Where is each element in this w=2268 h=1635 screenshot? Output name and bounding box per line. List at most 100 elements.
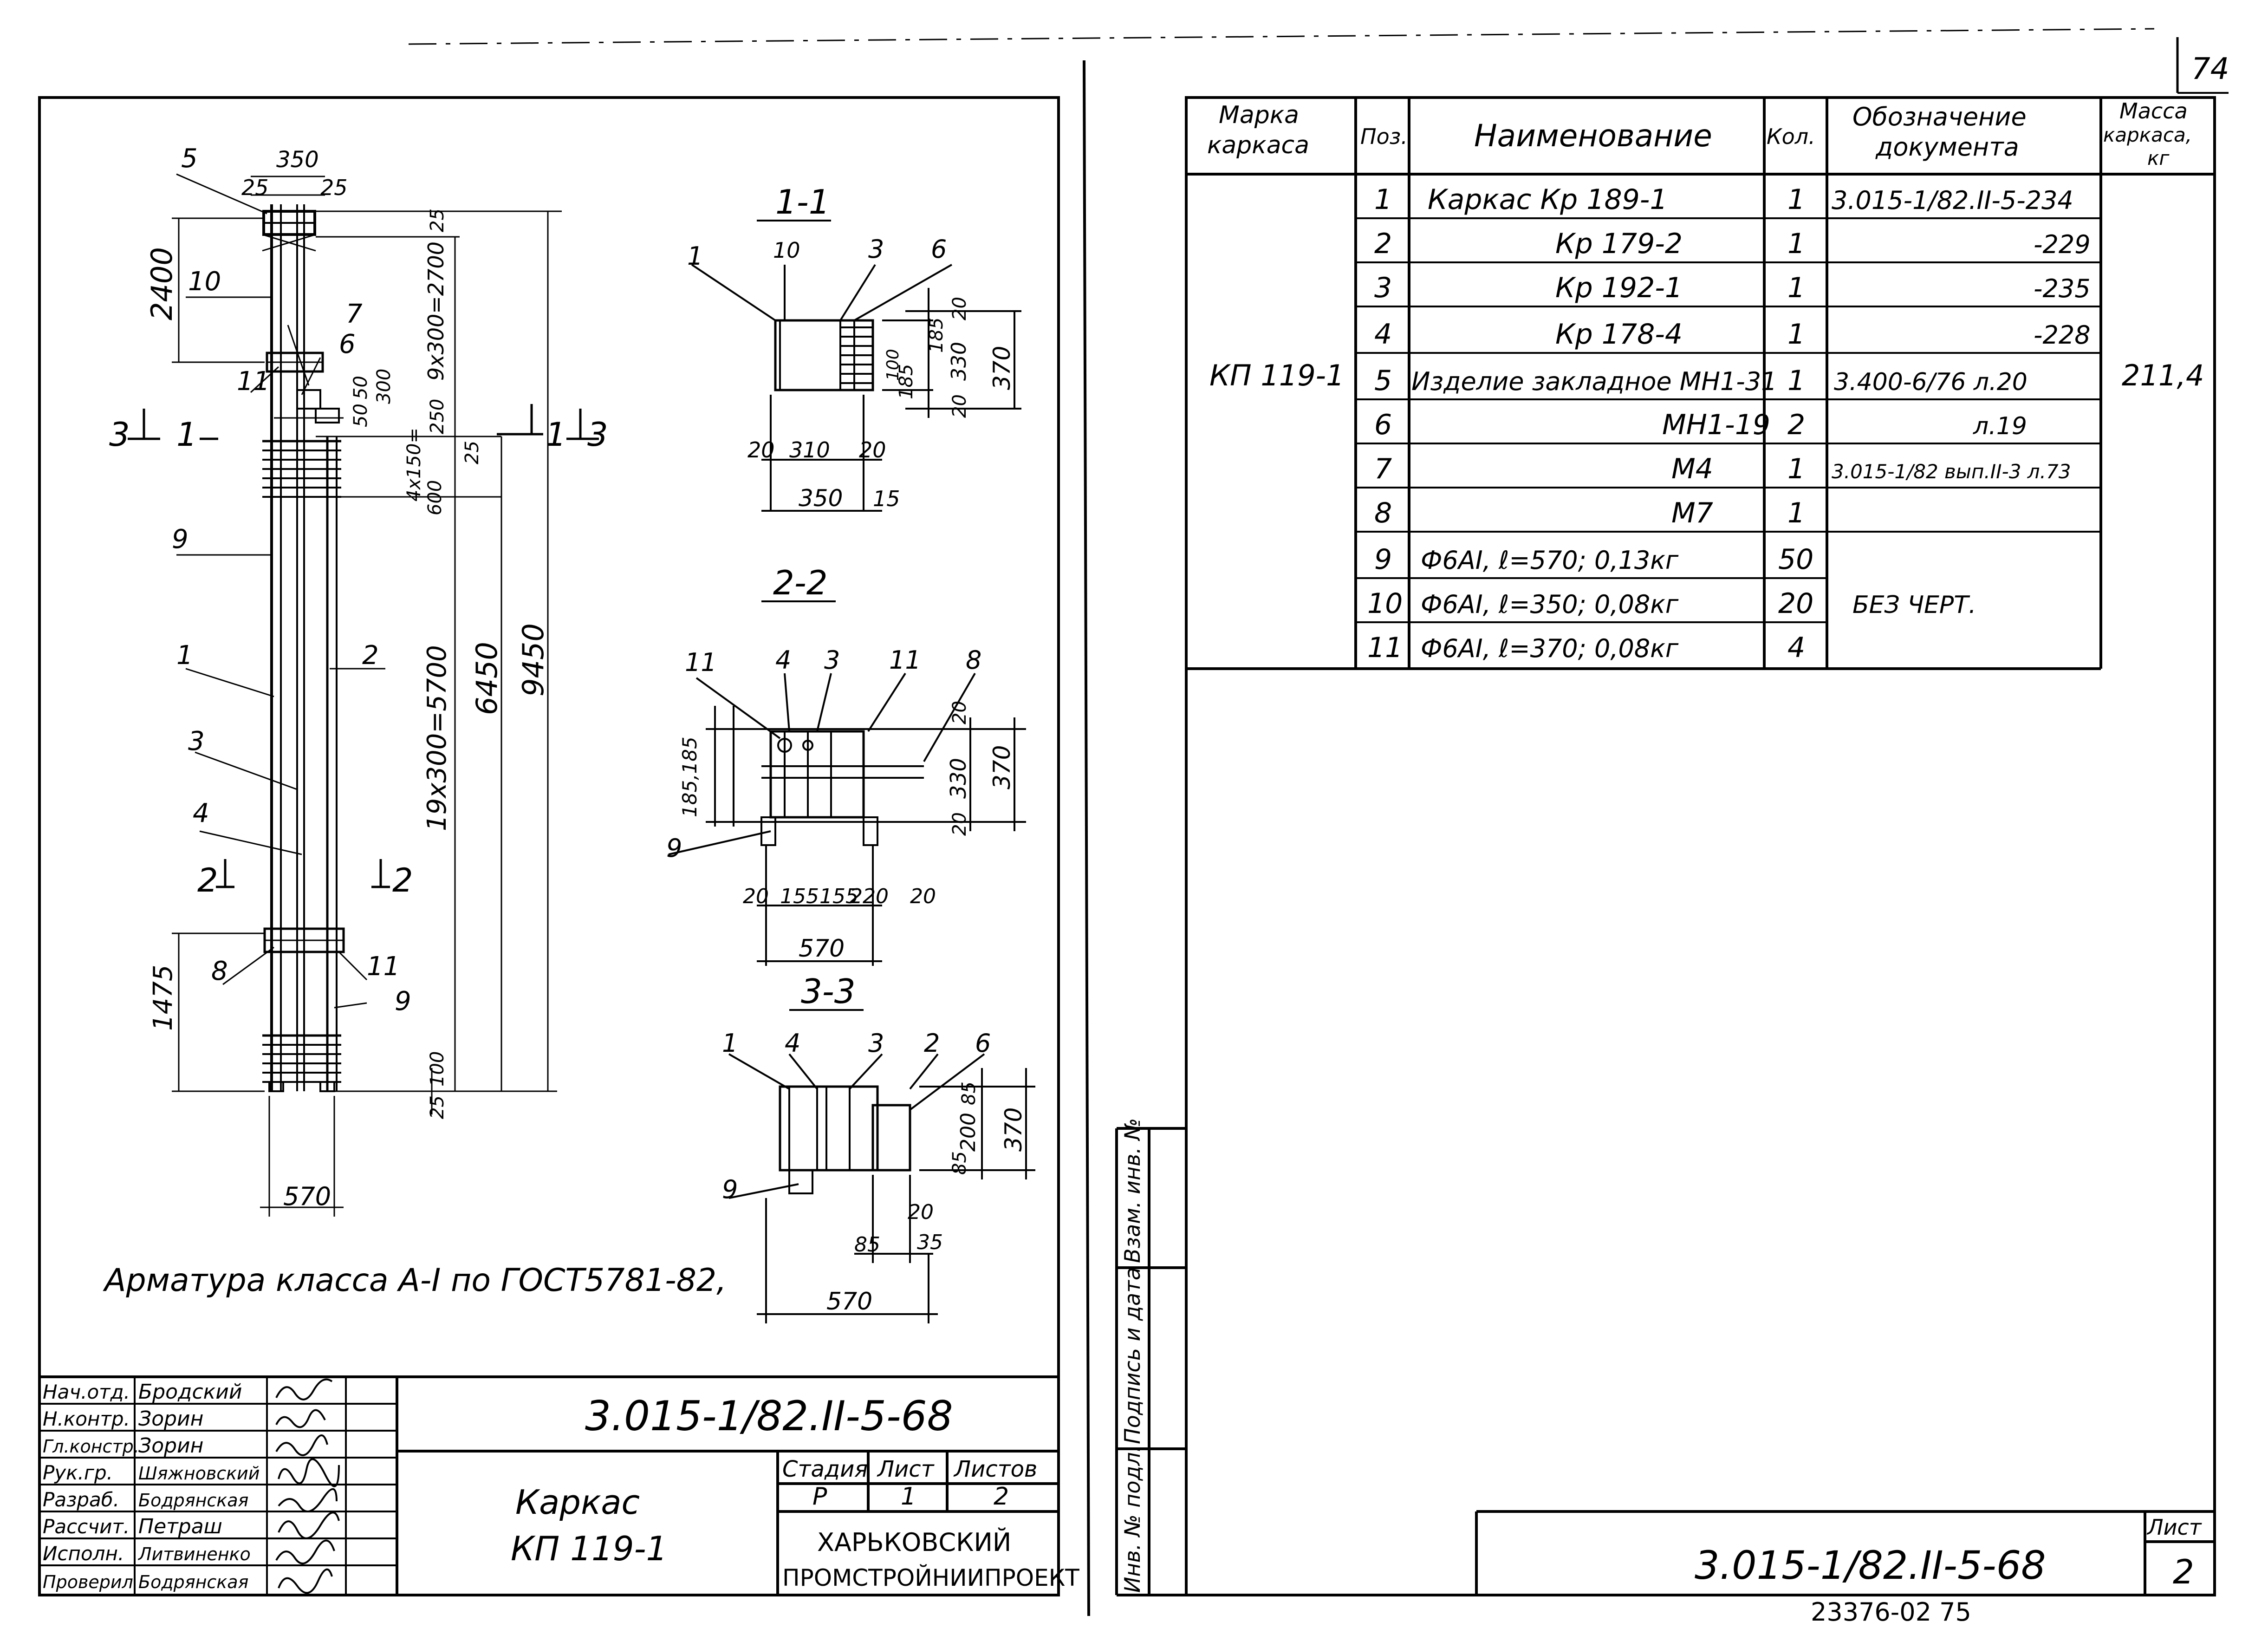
s22-dim-185: 185,185: [678, 736, 701, 817]
spec-table-headers: Марка каркаса Поз. Наименование Кол. Обо…: [1207, 98, 2192, 169]
dim-9x300: 9x300=2700: [423, 241, 448, 381]
right-sheet-label: Лист: [2146, 1515, 2202, 1540]
mark-1-right: 1: [546, 416, 566, 454]
s22-label-3: 3: [824, 645, 840, 675]
row-qty: 1: [1787, 365, 1805, 397]
sig-role: Гл.констр.: [43, 1436, 139, 1457]
label-2: 2: [362, 640, 379, 671]
right-sheet-frame: [1115, 96, 2216, 1596]
s22-label-9: 9: [666, 834, 682, 863]
row-pos: 8: [1374, 497, 1392, 529]
page-number: 74: [2191, 52, 2229, 86]
sheets-value: 2: [994, 1483, 1009, 1511]
row-doc: -229: [2034, 230, 2091, 259]
dim-100: 100: [427, 1051, 448, 1087]
title-line1: Каркас: [515, 1483, 640, 1522]
section-3-3-title: 3-3: [801, 972, 856, 1011]
sheets-header: Листов: [953, 1456, 1037, 1482]
s11-dim-100: 100: [884, 349, 903, 381]
header-pos: Поз.: [1360, 124, 1408, 149]
doc-code-left: 3.015-1/82.II-5-68: [585, 1392, 953, 1440]
no-drawing-note: БЕЗ ЧЕРТ.: [1852, 591, 1976, 619]
row-name: Кр 179-2: [1555, 228, 1683, 260]
leader-lines: [176, 173, 385, 1009]
sig-role: Разраб.: [43, 1488, 119, 1511]
label-8: 8: [211, 956, 228, 986]
s22-dim-370: 370: [988, 745, 1015, 789]
mark-3-left: 3: [109, 416, 130, 454]
s33-label-3: 3: [868, 1029, 884, 1058]
s11-dim-330: 330: [947, 342, 971, 381]
section-2-2-drawing: [668, 600, 1026, 966]
s22-dim-155-b: 155: [819, 885, 858, 908]
label-9-top: 9: [172, 524, 188, 554]
stage-header: Стадия: [782, 1456, 868, 1482]
s22-label-11-right: 11: [889, 645, 921, 675]
row-doc: -228: [2034, 320, 2091, 350]
s11-label-3: 3: [868, 235, 884, 264]
s11-label-6: 6: [931, 235, 947, 264]
row-pos: 11: [1367, 632, 1403, 664]
header-qty: Кол.: [1767, 124, 1815, 149]
sig-role: Н.контр.: [43, 1407, 130, 1430]
dim-2400: 2400: [145, 247, 179, 320]
s33-label-1: 1: [722, 1029, 738, 1058]
dim-4x150: 4x150=: [403, 428, 425, 502]
s33-dim-35: 35: [917, 1231, 943, 1254]
row-qty: 4: [1787, 632, 1805, 664]
doc-code-right: 3.015-1/82.II-5-68: [1695, 1543, 2046, 1588]
dim-9450: 9450: [516, 623, 550, 697]
section-3-3-labels: 1 4 3 2 6 9 85 200 85 370 20 85 35 570: [722, 1029, 1027, 1316]
spec-table-body: 1 Каркас Кр 189-1 1 3.015-1/82.II-5-234 …: [1367, 183, 2091, 664]
s11-dim-370: 370: [988, 346, 1015, 390]
dim-6450: 6450: [470, 642, 504, 715]
s22-dim-155-a: 155: [780, 885, 819, 908]
s33-label-2: 2: [924, 1029, 940, 1058]
s33-label-4: 4: [785, 1029, 800, 1058]
s33-dim-85-bottom: 85: [949, 1151, 970, 1175]
row-qty: 1: [1787, 497, 1805, 529]
dim-25-left: 25: [241, 175, 269, 200]
elevation-labels: 5 350 25 25 10 7 6 11 9 1 2 3 4 8 11 9 5…: [172, 143, 411, 1211]
header-doc-1: Обозначение: [1852, 102, 2027, 131]
s33-dim-200: 200: [956, 1113, 980, 1152]
row-pos: 5: [1374, 365, 1392, 397]
dim-1475: 1475: [148, 964, 178, 1031]
dim-25-mid: 25: [461, 441, 483, 464]
elevation-dims-rotated: 2400 25 9x300=2700 50 300 50 250 25 4x15…: [145, 208, 550, 1119]
section-cut-marks: [128, 404, 599, 888]
row-name: Кр 178-4: [1555, 318, 1683, 351]
s33-dim-20: 20: [908, 1200, 934, 1224]
s11-dim-350: 350: [799, 485, 843, 512]
s11-dim-15: 15: [873, 486, 900, 511]
s22-dim-20-left: 20: [743, 885, 769, 908]
label-10: 10: [188, 267, 221, 297]
row-qty: 2: [1787, 409, 1805, 441]
dim-300-small: 300: [373, 369, 395, 404]
row-qty: 1: [1787, 228, 1805, 260]
row-name: Ф6АI, ℓ=570; 0,13кг: [1421, 546, 1679, 575]
section-1-1-drawing: [691, 220, 1021, 512]
row-name: Ф6АI, ℓ=370; 0,08кг: [1421, 634, 1679, 663]
stamp-vzam-inv: Взам. инв. №: [1120, 1118, 1145, 1263]
s22-dim-220: 220: [850, 885, 889, 908]
row-name: Изделие закладное МН1-31: [1411, 367, 1777, 396]
s33-dim-370: 370: [1000, 1107, 1027, 1152]
dim-250: 250: [427, 399, 448, 434]
header-mark-1: Марка: [1219, 101, 1299, 129]
row-qty: 1: [1787, 453, 1805, 485]
label-5: 5: [181, 143, 198, 174]
row-qty: 1: [1787, 318, 1805, 351]
dim-570-elev: 570: [283, 1182, 331, 1211]
sig-name: Зорин: [138, 1407, 203, 1431]
sig-name: Бодрянская: [138, 1572, 248, 1592]
s11-dim-310: 310: [789, 437, 830, 462]
signature-table: Нач.отд. Бродский Н.контр. Зорин Гл.конс…: [43, 1380, 260, 1592]
signature-grid: [39, 1377, 397, 1595]
s22-dim-570: 570: [799, 935, 845, 963]
label-3: 3: [188, 726, 205, 756]
signature-scribbles: [275, 1378, 340, 1594]
section-2-2-labels: 11 4 3 11 8 9 185,185 20 330 370 20 20 1…: [666, 645, 1015, 963]
s22-label-8: 8: [966, 645, 981, 675]
